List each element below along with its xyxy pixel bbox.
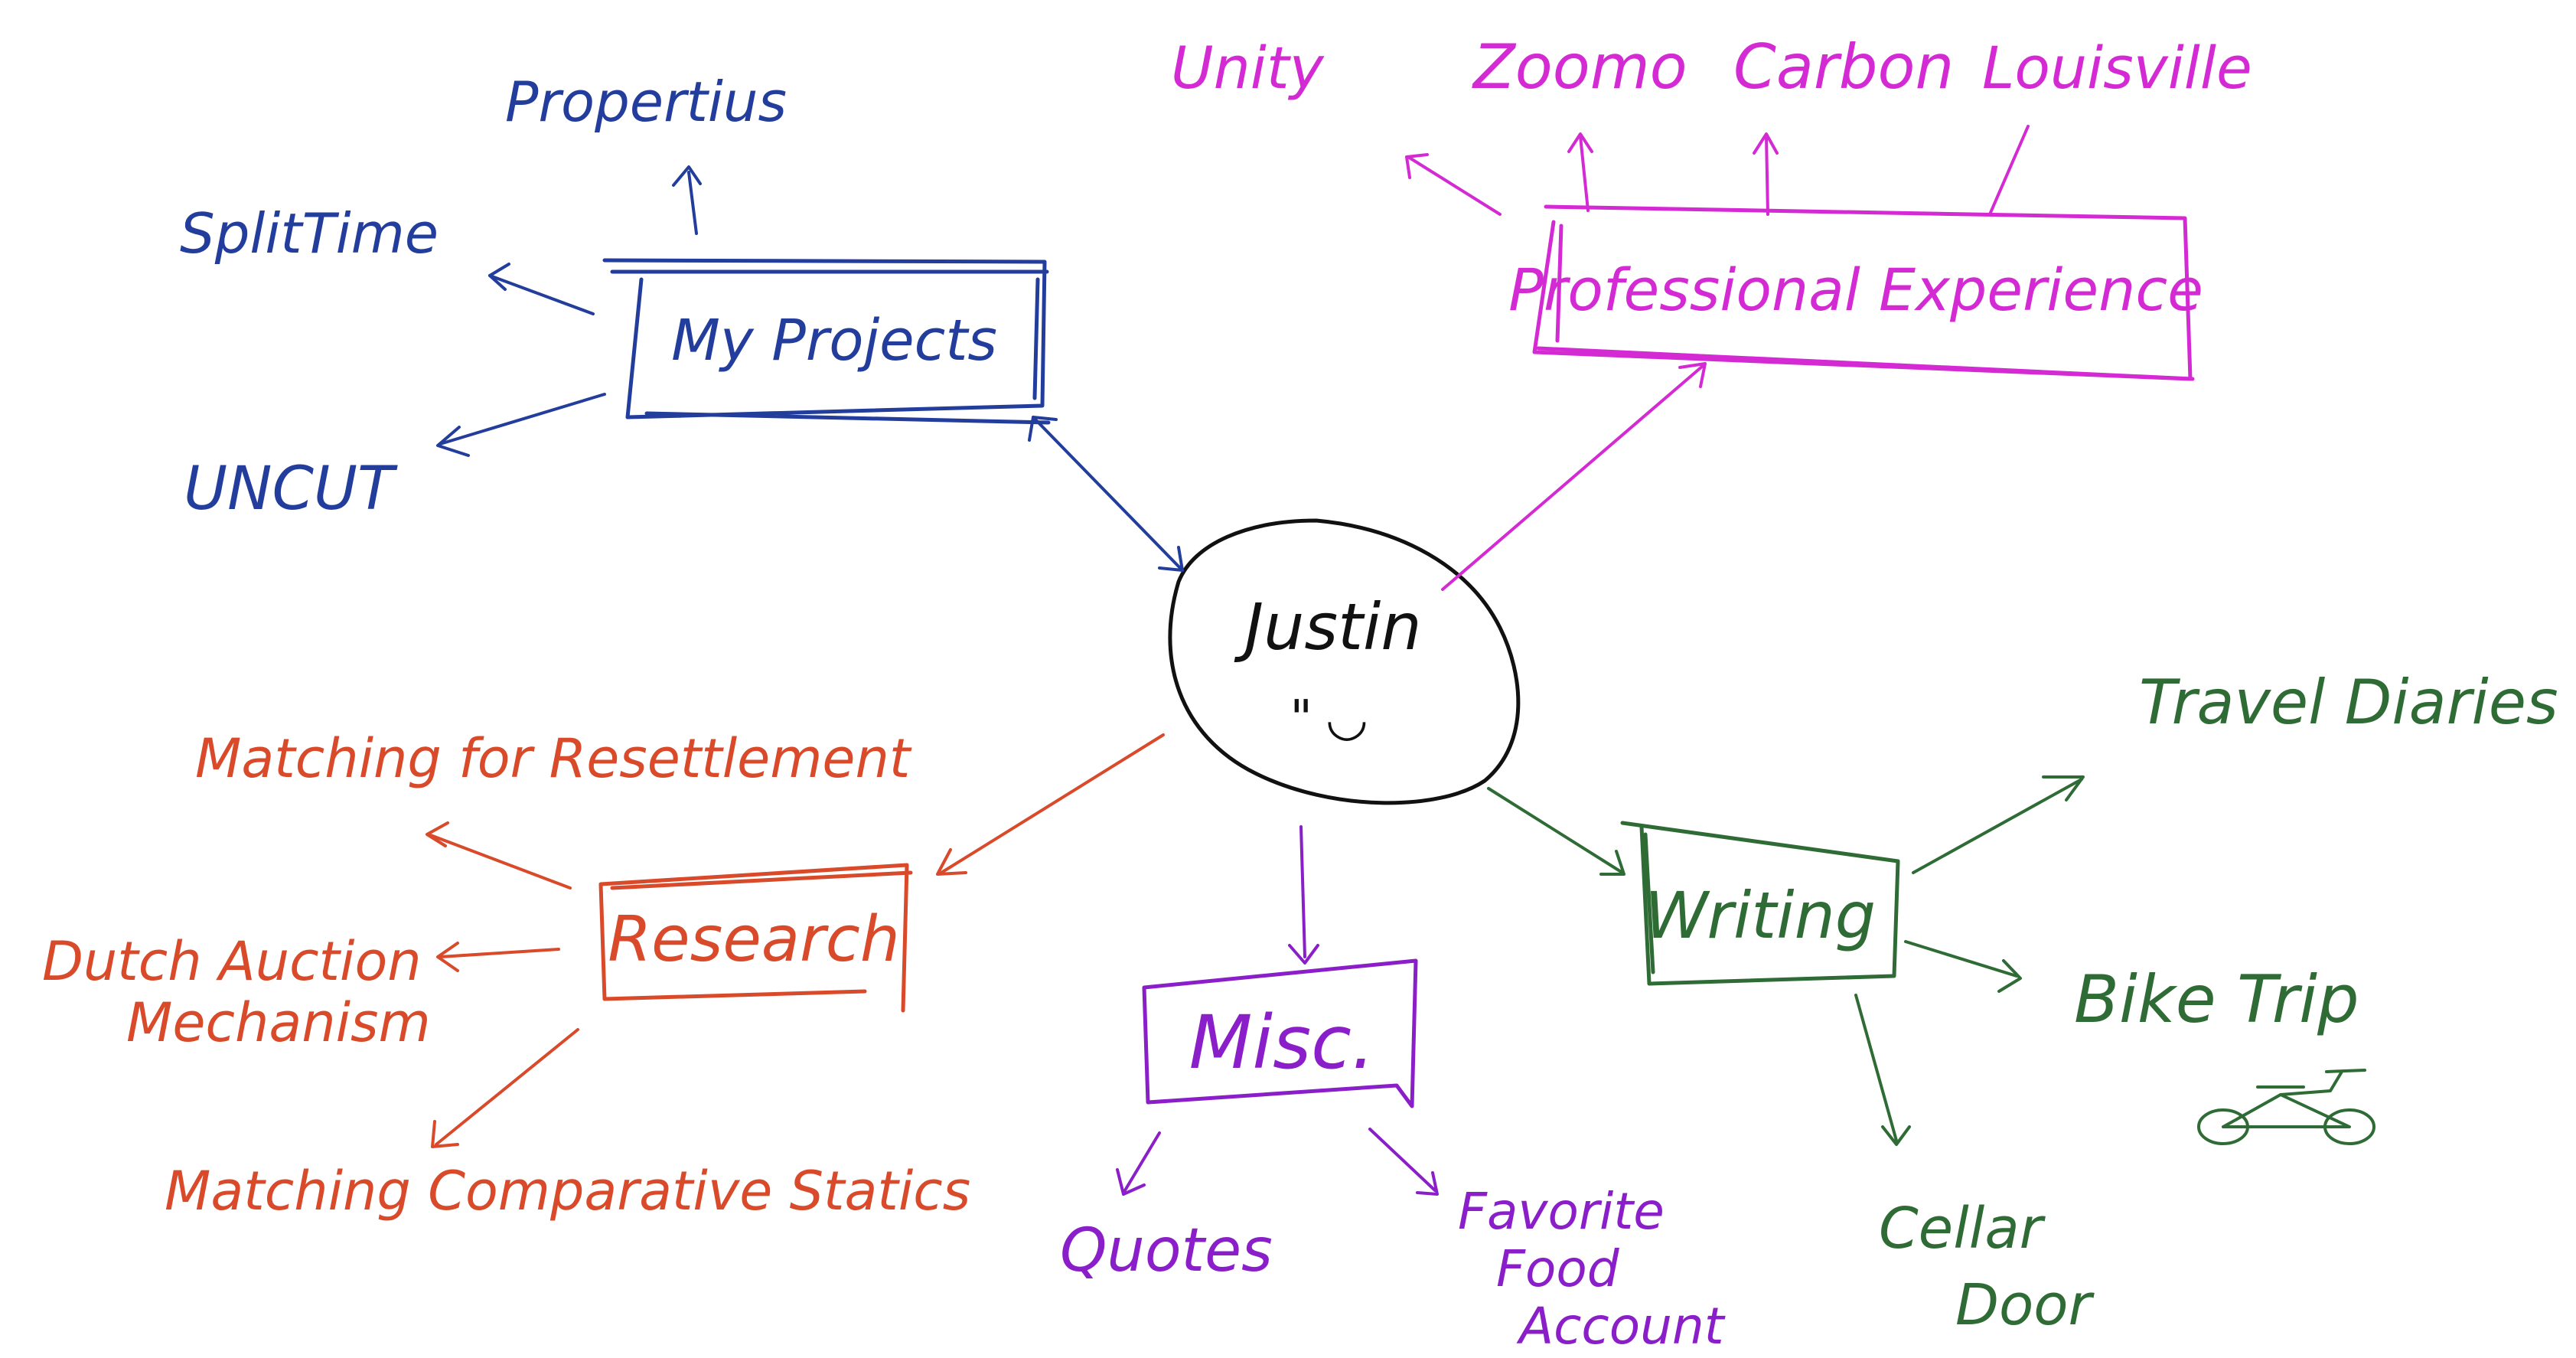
- arrow-to-quotes: [1123, 1131, 1161, 1192]
- arrowhead-carbon: [1753, 132, 1779, 155]
- arrowhead-resettlement: [426, 821, 449, 847]
- misc-account[interactable]: Account: [1516, 1297, 1726, 1356]
- arrowhead-center: [1158, 546, 1184, 572]
- arrowhead-writing: [1599, 850, 1625, 876]
- arrow-to-uncut: [439, 393, 606, 446]
- research-comparative-statics[interactable]: Matching Comparative Statics: [165, 1160, 970, 1223]
- arrow-to-louisville: [1988, 125, 2030, 216]
- research-box-outline: [598, 863, 913, 1013]
- arrowhead-experience: [1678, 362, 1707, 388]
- research-mechanism[interactable]: Mechanism: [126, 991, 431, 1054]
- arrow-to-propertius: [687, 171, 698, 235]
- arrow-to-carbon: [1765, 135, 1769, 216]
- arrow-to-dutch-auction: [439, 948, 560, 958]
- project-splittime[interactable]: SplitTime: [180, 201, 439, 266]
- arrowhead-unity: [1405, 153, 1429, 179]
- project-propertius[interactable]: Propertius: [505, 70, 787, 134]
- arrowhead-travel-diaries: [2042, 775, 2085, 801]
- experience-branch: Professional Experience Unity Zoomo Carb…: [1171, 31, 2252, 591]
- research-branch: Research Matching for Resettlement Dutch…: [42, 727, 1165, 1223]
- arrowhead-research: [936, 848, 967, 876]
- arrowhead-misc: [1288, 944, 1319, 965]
- misc-box[interactable]: Misc.: [1142, 958, 1418, 1108]
- arrowhead-uncut: [436, 426, 470, 457]
- misc-branch: Misc. Quotes Favorite Food Account: [1060, 825, 1726, 1356]
- center-blob: [1168, 518, 1521, 805]
- arrow-to-unity: [1407, 155, 1502, 216]
- experience-label: Professional Experience: [1508, 256, 2203, 324]
- arrow-to-resettlement: [427, 833, 572, 890]
- writing-bike-trip[interactable]: Bike Trip: [2074, 961, 2359, 1038]
- experience-unity[interactable]: Unity: [1171, 34, 1325, 102]
- arrow-to-bike-trip: [1904, 940, 2018, 978]
- experience-carbon[interactable]: Carbon: [1733, 31, 1954, 103]
- misc-label: Misc.: [1189, 1000, 1375, 1085]
- arrowhead-bike-trip: [1997, 959, 2022, 993]
- projects-box[interactable]: My Projects: [602, 258, 1051, 425]
- experience-louisville[interactable]: Louisville: [1982, 34, 2252, 102]
- center-label: Justin: [1234, 589, 1421, 664]
- misc-quotes[interactable]: Quotes: [1060, 1216, 1273, 1285]
- connector-center-writing: [1487, 787, 1624, 874]
- project-uncut[interactable]: UNCUT: [184, 455, 398, 524]
- writing-travel-diaries[interactable]: Travel Diaries: [2139, 667, 2558, 738]
- writing-cellar[interactable]: Cellar: [1879, 1196, 2046, 1262]
- writing-door[interactable]: Door: [1955, 1272, 2095, 1338]
- center-node[interactable]: Justin " ◡: [1168, 518, 1521, 805]
- connector-center-research: [940, 733, 1165, 874]
- arrow-to-zoomo: [1579, 135, 1590, 212]
- writing-box-outline: [1620, 821, 1900, 986]
- experience-box[interactable]: Professional Experience: [1508, 204, 2203, 381]
- experience-zoomo[interactable]: Zoomo: [1472, 31, 1687, 103]
- projects-label: My Projects: [671, 308, 997, 374]
- arrowhead-cellar-door: [1881, 1125, 1911, 1146]
- misc-food[interactable]: Food: [1496, 1239, 1620, 1298]
- misc-box-outline: [1142, 958, 1418, 1108]
- arrow-to-splittime: [488, 274, 595, 315]
- research-label: Research: [608, 903, 900, 976]
- arrowhead-splittime: [488, 263, 510, 291]
- connector-center-experience: [1441, 364, 1704, 591]
- arrow-to-comparative-statics: [435, 1028, 579, 1146]
- arrowhead-propertius: [672, 165, 702, 187]
- smiley-face: " ◡: [1290, 690, 1367, 747]
- arrow-to-favorite-food: [1368, 1128, 1436, 1192]
- research-box[interactable]: Research: [598, 863, 913, 1013]
- arrowhead-zoomo: [1567, 132, 1593, 153]
- arrowhead-projects: [1028, 416, 1058, 442]
- writing-branch: Writing Travel Diaries Bike Trip Cellar …: [1487, 667, 2558, 1338]
- research-matching-resettlement[interactable]: Matching for Resettlement: [195, 727, 912, 790]
- research-dutch-auction[interactable]: Dutch Auction: [42, 930, 422, 993]
- connector-center-projects: [1032, 416, 1184, 572]
- projects-box-outline: [602, 258, 1051, 425]
- arrow-to-cellar-door: [1854, 994, 1898, 1142]
- experience-box-outline: [1532, 204, 2195, 381]
- arrowhead-quotes: [1116, 1168, 1146, 1196]
- arrow-to-travel-diaries: [1912, 778, 2083, 874]
- writing-box[interactable]: Writing: [1620, 821, 1900, 986]
- writing-label: Writing: [1645, 878, 1876, 953]
- misc-favorite[interactable]: Favorite: [1458, 1182, 1665, 1241]
- arrowhead-comparative-statics: [431, 1120, 459, 1148]
- connector-center-misc: [1299, 825, 1306, 958]
- projects-branch: My Projects Propertius SplitTime UNCUT: [180, 70, 1184, 572]
- arrowhead-favorite-food: [1416, 1171, 1439, 1196]
- bicycle-icon: [2197, 1069, 2375, 1145]
- arrowhead-dutch-auction: [436, 942, 459, 972]
